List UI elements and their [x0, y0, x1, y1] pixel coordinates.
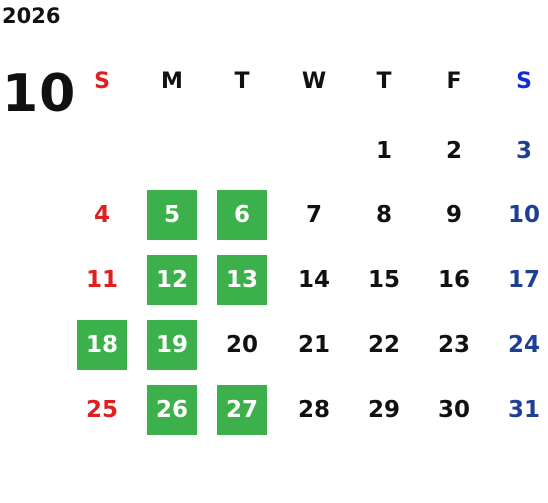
day-cell[interactable]: 4	[93, 202, 110, 228]
day-cell[interactable]: 24	[507, 332, 540, 358]
weekday-header: T	[376, 68, 392, 94]
month-number: 10	[2, 64, 77, 124]
highlighted-day-cell[interactable]: 6	[217, 190, 267, 240]
day-cell[interactable]: 31	[507, 397, 540, 423]
weekday-header: S	[516, 68, 532, 94]
day-cell[interactable]: 22	[367, 332, 400, 358]
weekday-header: S	[94, 68, 110, 94]
day-cell[interactable]: 8	[375, 202, 392, 228]
day-cell[interactable]: 30	[437, 397, 470, 423]
highlighted-day-cell[interactable]: 13	[217, 255, 267, 305]
weekday-header: M	[161, 68, 183, 94]
day-cell[interactable]: 20	[225, 332, 258, 358]
day-cell[interactable]: 17	[507, 267, 540, 293]
day-cell[interactable]: 16	[437, 267, 470, 293]
day-cell[interactable]: 29	[367, 397, 400, 423]
weekday-header: T	[234, 68, 250, 94]
day-cell[interactable]: 2	[445, 138, 462, 164]
day-cell[interactable]: 28	[297, 397, 330, 423]
year-label: 2026	[2, 4, 61, 28]
day-cell[interactable]: 21	[297, 332, 330, 358]
day-cell[interactable]: 1	[375, 138, 392, 164]
weekday-header: F	[446, 68, 462, 94]
highlighted-day-cell[interactable]: 26	[147, 385, 197, 435]
day-cell[interactable]: 3	[515, 138, 532, 164]
day-cell[interactable]: 25	[85, 397, 118, 423]
day-cell[interactable]: 23	[437, 332, 470, 358]
highlighted-day-cell[interactable]: 19	[147, 320, 197, 370]
highlighted-day-cell[interactable]: 12	[147, 255, 197, 305]
day-cell[interactable]: 7	[305, 202, 322, 228]
day-cell[interactable]: 9	[445, 202, 462, 228]
highlighted-day-cell[interactable]: 27	[217, 385, 267, 435]
day-cell[interactable]: 14	[297, 267, 330, 293]
highlighted-day-cell[interactable]: 5	[147, 190, 197, 240]
day-cell[interactable]: 10	[507, 202, 540, 228]
highlighted-day-cell[interactable]: 18	[77, 320, 127, 370]
day-cell[interactable]: 11	[85, 267, 118, 293]
weekday-header: W	[301, 68, 327, 94]
day-cell[interactable]: 15	[367, 267, 400, 293]
